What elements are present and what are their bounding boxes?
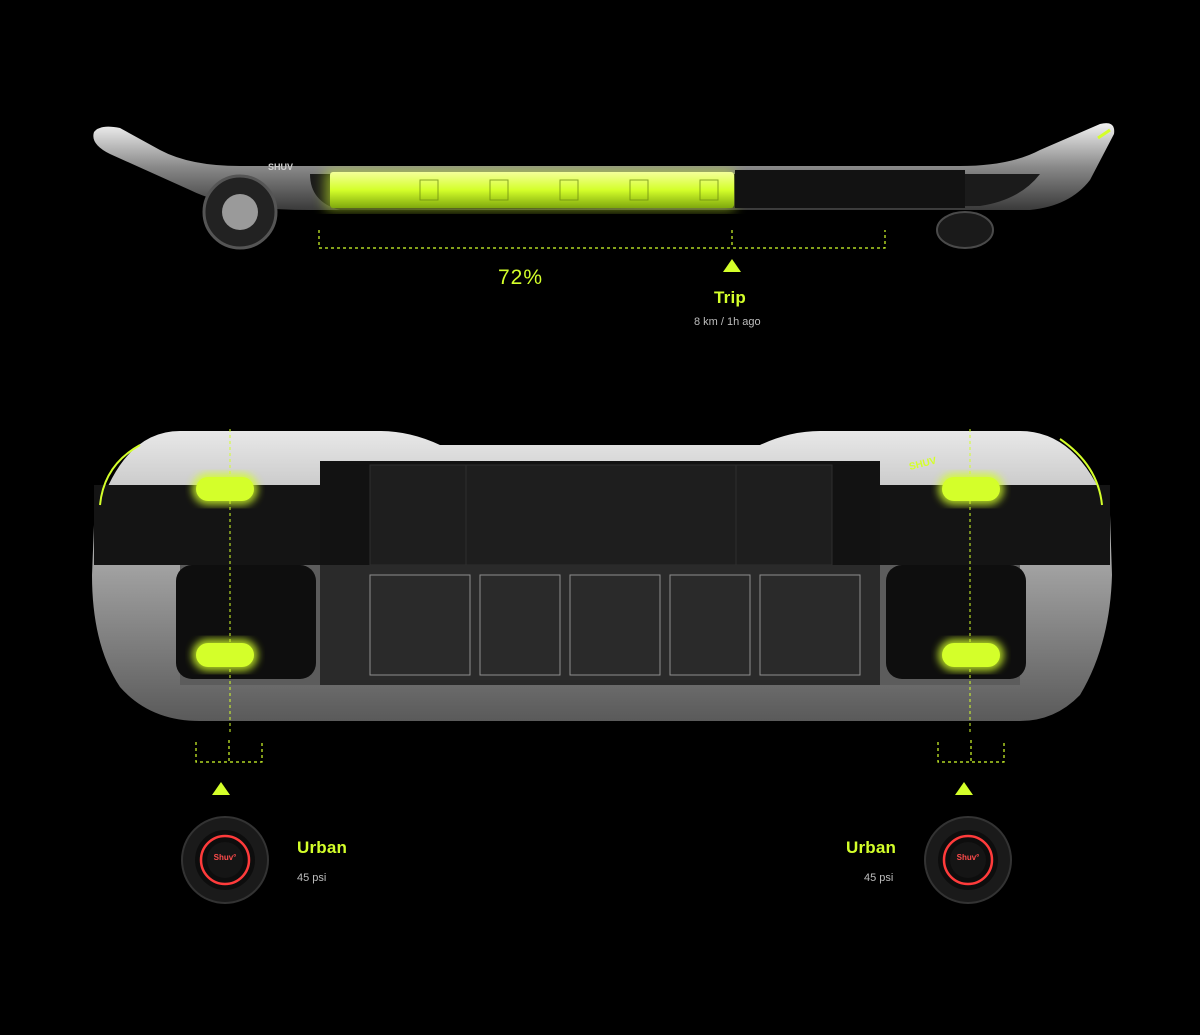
right-wheel-pressure: 45 psi: [864, 872, 894, 884]
front-wheel: [936, 211, 994, 249]
top-view-board: SHUV: [80, 425, 1120, 735]
battery-cells: [330, 172, 734, 208]
right-wheel-badge: Shuv°: [956, 853, 980, 862]
trip-marker: [723, 259, 741, 272]
nose-accent: [1097, 128, 1111, 140]
right-wheel-bracket: [937, 740, 1005, 764]
left-wheel-pressure: 45 psi: [297, 872, 327, 884]
battery-percent: 72%: [498, 266, 544, 289]
wheel-lights: [192, 473, 1004, 671]
left-wheel-badge: Shuv°: [213, 853, 237, 862]
left-wheel-marker: [212, 782, 230, 795]
grip-strip: [735, 170, 965, 208]
side-board-illustration: SHUV: [93, 123, 1115, 250]
trip-detail: 8 km / 1h ago: [694, 316, 761, 328]
left-wheel-title: Urban: [297, 838, 348, 857]
wheel-icon: [181, 816, 269, 904]
triangle-up-icon: [955, 782, 973, 795]
side-brand-mark: SHUV: [268, 162, 293, 172]
wheel-icon: [924, 816, 1012, 904]
triangle-up-icon: [723, 259, 741, 272]
right-wheel-marker: [955, 782, 973, 795]
left-wheel-bracket: [195, 740, 263, 764]
battery-bracket: [318, 228, 886, 250]
top-board-illustration: SHUV: [92, 429, 1112, 735]
side-view-board: SHUV: [80, 110, 1120, 270]
trip-title: Trip: [714, 288, 746, 307]
triangle-up-icon: [212, 782, 230, 795]
right-wheel-title: Urban: [846, 838, 897, 857]
right-wheel[interactable]: Shuv°: [923, 815, 1013, 905]
left-wheel[interactable]: Shuv°: [180, 815, 270, 905]
